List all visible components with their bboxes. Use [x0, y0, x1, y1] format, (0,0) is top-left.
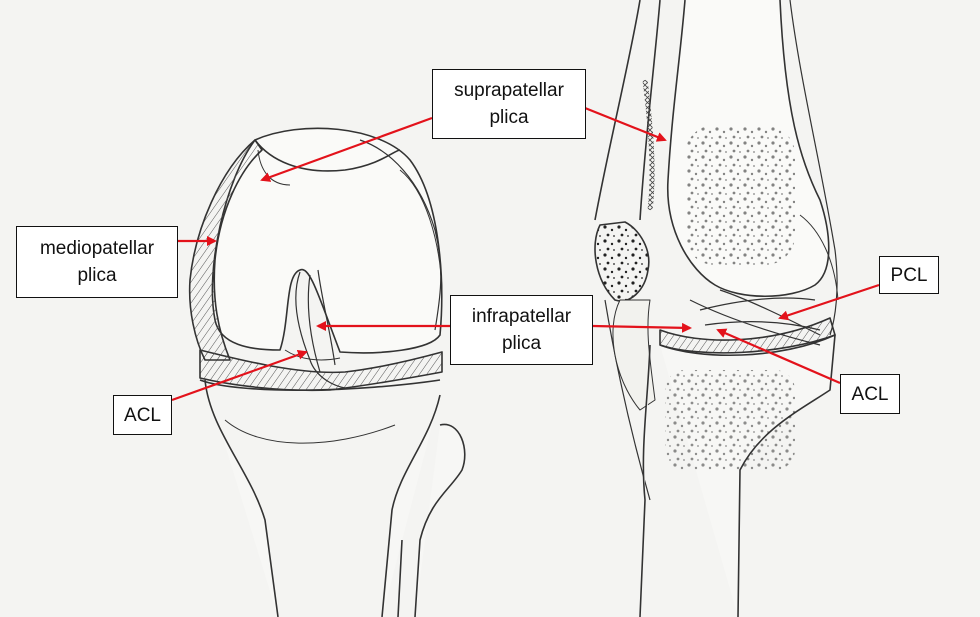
label-infrapatellar-line2: plica [501, 333, 542, 354]
label-infrapatellar-line1: infrapatellar [471, 306, 572, 327]
pointer-arrows [171, 106, 880, 402]
arrow-acl-left [171, 349, 308, 402]
label-mediopatellar-line2: plica [77, 265, 117, 286]
label-acl-left-text: ACL [124, 404, 161, 426]
arrow-suprapatellar-right [584, 106, 667, 142]
left-knee-drawing [188, 127, 466, 617]
arrow-acl-right [716, 328, 841, 385]
label-acl-right-text: ACL [851, 383, 889, 405]
left-acl-strands [295, 269, 346, 389]
infrapatellar-fat-pad [612, 299, 656, 411]
left-mediopatellar-band [188, 139, 263, 361]
right-patella [594, 221, 650, 302]
label-suprapatellar-plica: suprapatellar plica [432, 69, 586, 139]
label-suprapatellar-line2: plica [489, 107, 529, 128]
label-mediopatellar-line1: mediopatellar [39, 238, 155, 259]
label-infrapatellar-plica: infrapatellar plica [450, 295, 593, 365]
label-acl-right: ACL [840, 374, 900, 414]
label-acl-left: ACL [113, 395, 172, 435]
label-pcl-text: PCL [890, 264, 928, 286]
left-tibia [204, 379, 441, 617]
arrow-pcl [778, 283, 880, 321]
tibia-cancellous [665, 370, 795, 470]
left-meniscus [199, 349, 443, 392]
right-meniscus [659, 317, 836, 354]
label-suprapatellar-line1: suprapatellar [454, 80, 564, 101]
label-pcl: PCL [879, 256, 939, 294]
arrow-suprapatellar-left [260, 116, 433, 182]
right-cruciates [689, 289, 821, 346]
arrow-infrapatellar-right [592, 322, 692, 333]
label-mediopatellar-plica: mediopatellar plica [16, 226, 178, 298]
femur-cancellous [685, 125, 795, 265]
left-fibula [397, 423, 466, 617]
right-knee-drawing [594, 0, 839, 617]
